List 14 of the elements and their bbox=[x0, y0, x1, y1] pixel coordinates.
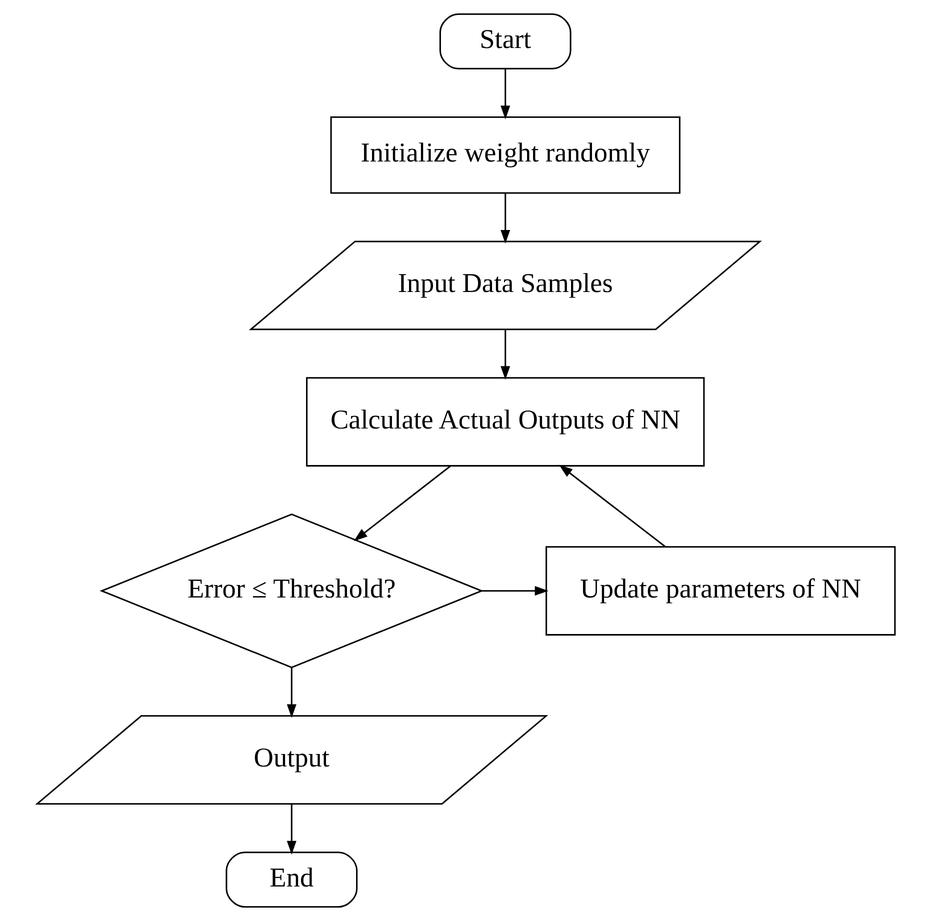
node-box: Initialize weight randomly bbox=[330, 116, 680, 194]
node-box: Start bbox=[438, 13, 571, 70]
arrow bbox=[353, 466, 450, 542]
arrow bbox=[500, 69, 510, 120]
arrow bbox=[500, 330, 510, 380]
arrow bbox=[286, 804, 296, 855]
arrow bbox=[481, 586, 548, 596]
arrow bbox=[500, 193, 510, 244]
node-box: Calculate Actual Outputs of NN bbox=[306, 377, 704, 467]
node-diamond: Error ≤ Threshold? bbox=[99, 514, 484, 668]
node-box: End bbox=[225, 852, 358, 908]
arrow bbox=[558, 464, 666, 548]
node-box: Update parameters of NN bbox=[545, 546, 896, 636]
arrow bbox=[286, 668, 296, 718]
